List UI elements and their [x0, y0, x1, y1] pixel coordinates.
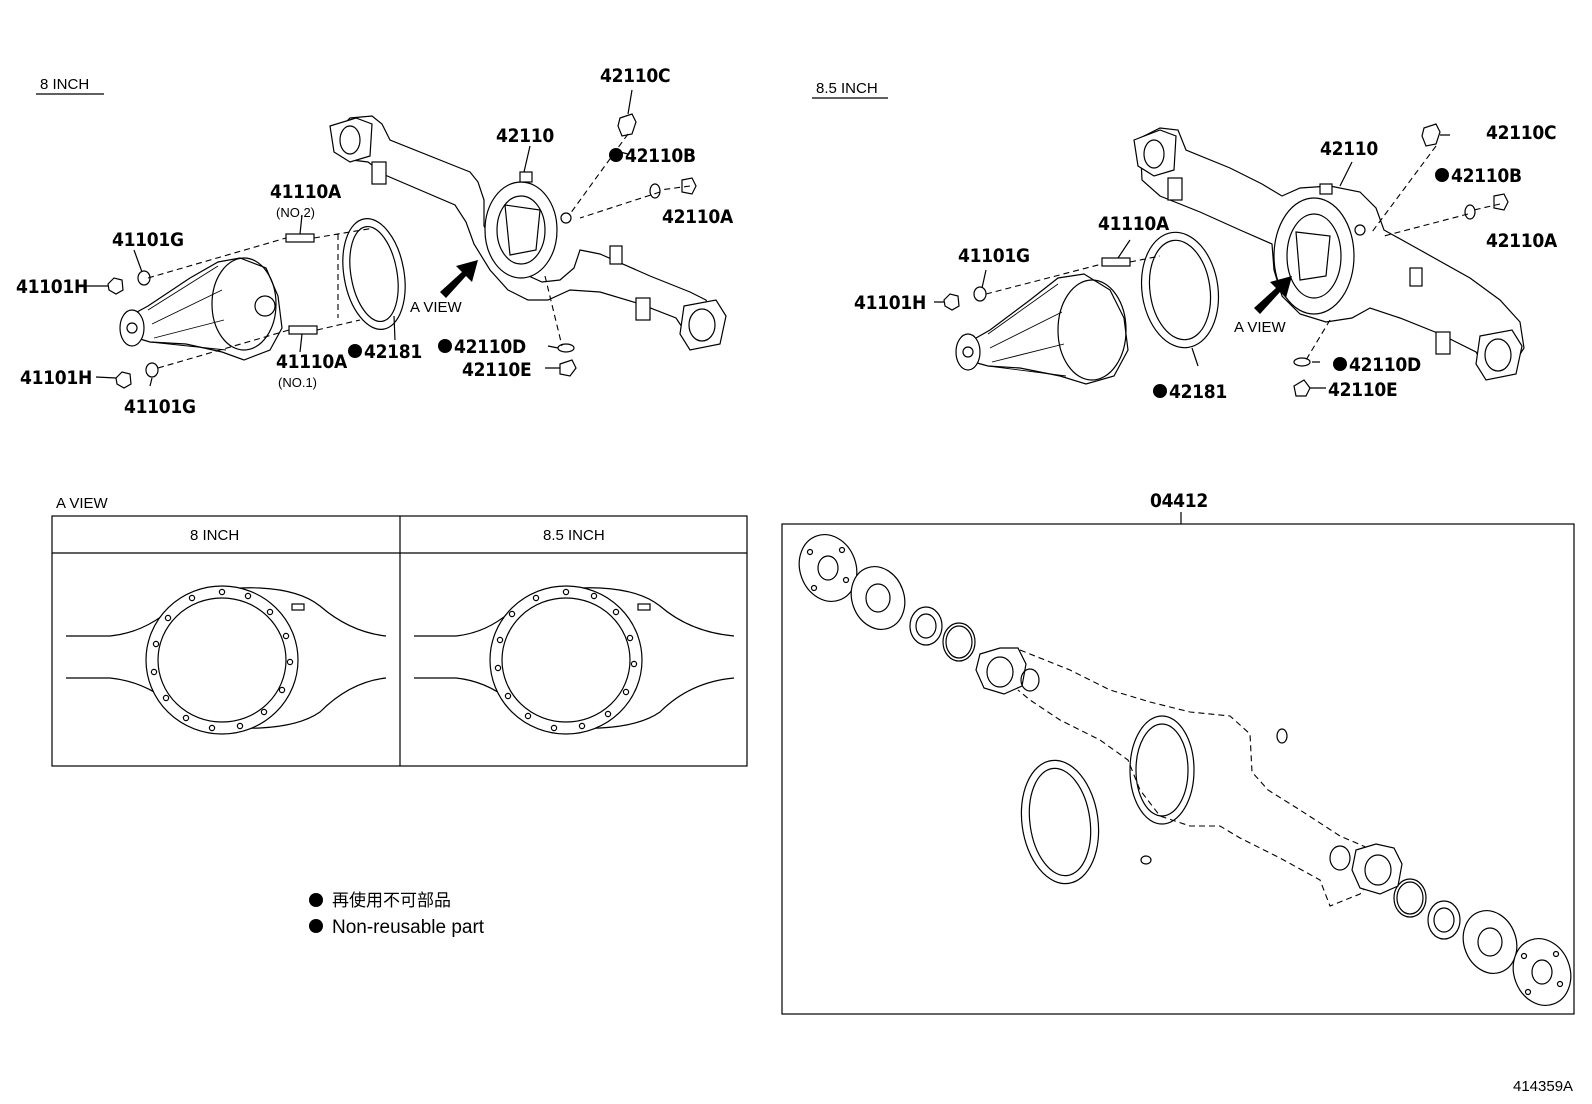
non-reusable-mark	[438, 339, 452, 353]
callout-42110a: 42110A	[1486, 230, 1558, 252]
a-view-col-8-5-inch: 8.5 INCH	[543, 527, 605, 544]
label-a-view-8-inch: A VIEW	[410, 299, 463, 316]
callout-42110a: 42110A	[662, 206, 734, 228]
a-view-arrow	[1254, 276, 1292, 314]
section-title-8-inch: 8 INCH	[40, 76, 89, 93]
callout-42110c: 42110C	[1486, 122, 1556, 144]
callout-42110e: 42110E	[462, 359, 531, 381]
differential-carrier-8-inch	[119, 257, 283, 361]
gasket-42181-8-5-inch	[1140, 231, 1220, 349]
kit-right-end-parts	[1329, 843, 1572, 1006]
a-view-8-inch-figure	[66, 585, 387, 735]
label-no2: (NO.2)	[276, 205, 315, 220]
callout-41110a: 41110A	[1098, 213, 1170, 235]
non-reusable-mark	[1153, 384, 1167, 398]
section-title-8-5-inch: 8.5 INCH	[816, 80, 878, 97]
a-view-arrow	[440, 260, 478, 298]
plug-42110e	[1293, 379, 1311, 397]
callout-42110d: 42110D	[454, 336, 526, 358]
gasket-42181-8-inch	[342, 218, 406, 330]
bolt-holes-8-5-inch	[494, 588, 638, 732]
stud-41110a	[1101, 257, 1131, 267]
non-reusable-mark	[1333, 357, 1347, 371]
a-view-table-title: A VIEW	[56, 495, 109, 512]
non-reusable-mark	[309, 893, 323, 907]
gasket-kit-04412: 04412	[781, 490, 1575, 1015]
kit-carrier-opening	[1129, 715, 1195, 825]
legend-japanese: 再使用不可部品	[332, 890, 451, 910]
non-reusable-mark	[348, 344, 362, 358]
callout-42110b: 42110B	[1451, 165, 1522, 187]
non-reusable-mark	[1435, 168, 1449, 182]
stud-41110a-no2	[285, 233, 315, 243]
gasket-42110d	[557, 343, 575, 353]
washer-41101g-bottom	[145, 362, 159, 378]
non-reusable-mark	[609, 148, 623, 162]
callout-42110: 42110	[496, 125, 554, 147]
axle-housing-8-5-inch	[1133, 127, 1525, 381]
kit-carrier-gasket	[1020, 759, 1100, 885]
callout-42110c: 42110C	[600, 65, 670, 87]
gasket-42110b	[1464, 204, 1476, 220]
callout-41110a-no1: 41110A	[276, 351, 348, 373]
a-view-col-8-inch: 8 INCH	[190, 527, 239, 544]
plug-42110e	[559, 359, 577, 377]
plug-42110a	[1493, 193, 1509, 211]
breather-42110c	[617, 113, 637, 137]
a-view-table: A VIEW 8 INCH 8.5 INCH	[51, 495, 748, 767]
callout-41101h-top: 41101H	[16, 276, 88, 298]
label-no1: (NO.1)	[278, 375, 317, 390]
differential-carrier-8-5-inch	[955, 273, 1129, 385]
axle-housing-8-inch	[329, 115, 727, 351]
callout-42181: 42181	[1169, 381, 1227, 403]
kit-left-end-parts	[798, 534, 1040, 695]
figure-id: 414359A	[1513, 1078, 1573, 1095]
nut-41101h-top	[107, 277, 124, 295]
legend-english: Non-reusable part	[332, 917, 485, 938]
callout-41110a-no2: 41110A	[270, 181, 342, 203]
bolt-holes-8-inch	[150, 588, 294, 732]
nut-41101h-bottom	[115, 371, 132, 389]
callout-41101g: 41101G	[958, 245, 1030, 267]
callout-41101h: 41101H	[854, 292, 926, 314]
callout-41101g-bottom: 41101G	[124, 396, 196, 418]
washer-41101g	[973, 286, 987, 302]
section-8-inch: 8 INCH	[16, 65, 734, 418]
nut-41101h	[943, 293, 960, 311]
non-reusable-mark	[309, 919, 323, 933]
stud-41110a-no1	[288, 325, 318, 335]
callout-42181: 42181	[364, 341, 422, 363]
section-8-5-inch: 8.5 INCH	[812, 80, 1558, 403]
callout-42110b: 42110B	[625, 145, 696, 167]
legend: 再使用不可部品 Non-reusable part	[309, 890, 485, 938]
callout-41101g-top: 41101G	[112, 229, 184, 251]
a-view-8-5-inch-figure	[414, 585, 735, 735]
gasket-42110d	[1293, 357, 1311, 367]
callout-42110d: 42110D	[1349, 354, 1421, 376]
breather-42110c	[1421, 123, 1441, 147]
callout-42110: 42110	[1320, 138, 1378, 160]
callout-04412: 04412	[1150, 490, 1208, 512]
label-a-view-8-5-inch: A VIEW	[1234, 319, 1287, 336]
callout-41101h-bottom: 41101H	[20, 367, 92, 389]
callout-42110e: 42110E	[1328, 379, 1397, 401]
washer-41101g-top	[137, 270, 151, 286]
gasket-42110b	[649, 183, 661, 199]
